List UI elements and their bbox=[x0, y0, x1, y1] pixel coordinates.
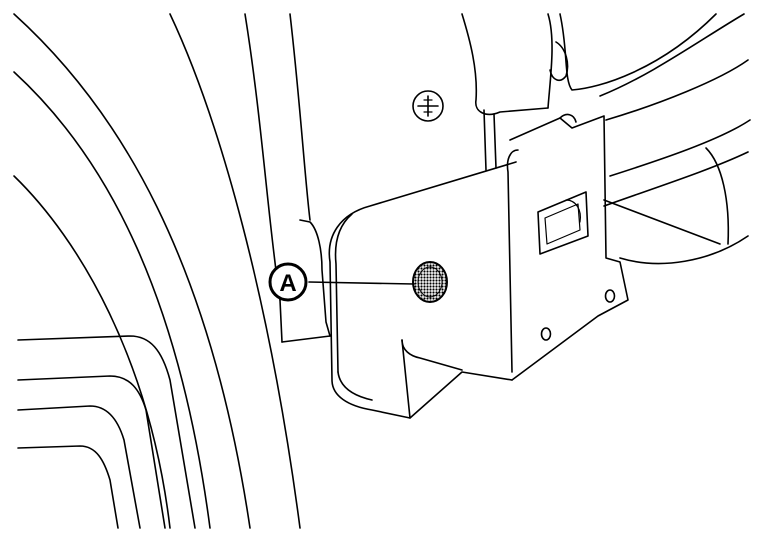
phillips-screw-icon bbox=[412, 90, 444, 122]
inner-panel bbox=[281, 219, 331, 343]
mounting-bracket bbox=[328, 113, 629, 419]
callout-circle-icon bbox=[268, 262, 308, 302]
callout-a: A bbox=[268, 262, 308, 302]
bracket-hole-left bbox=[540, 327, 552, 341]
callout-a-label: A bbox=[279, 270, 296, 297]
callout-leader-line bbox=[308, 281, 415, 285]
lower-panel-lines bbox=[17, 335, 196, 529]
frame-rail bbox=[461, 13, 751, 265]
wheel-arch-lines bbox=[13, 13, 311, 529]
bracket-hole-right bbox=[604, 289, 616, 303]
grommet-plug-icon bbox=[412, 261, 448, 303]
